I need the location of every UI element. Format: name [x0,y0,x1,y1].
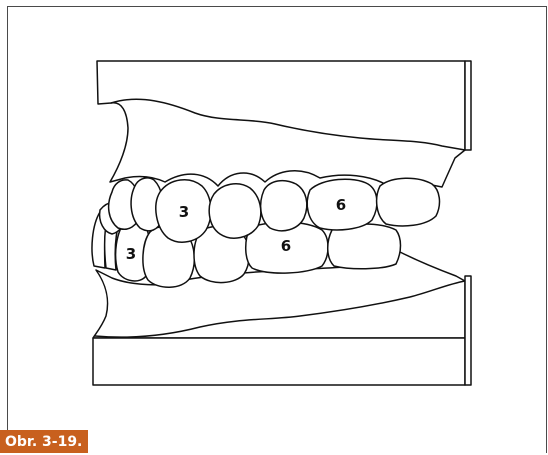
upper-second-premolar-tooth [209,184,261,238]
lower-canine-label: 3 [126,245,136,263]
upper-canine-label: 3 [179,203,189,221]
lower-first-molar-label: 6 [281,237,291,255]
upper-jaw-cast [97,61,471,187]
upper-second-molar-tooth [377,178,440,226]
lower-cast-base [93,338,465,385]
upper-cast-body [97,61,465,187]
lower-cast-side-edge [465,276,471,385]
lower-second-molar-tooth [328,224,401,269]
upper-tooth [261,181,307,231]
upper-first-molar-label: 6 [336,196,346,214]
figure-caption: Obr. 3-19. [0,430,88,453]
upper-cast-side-edge [465,61,471,150]
